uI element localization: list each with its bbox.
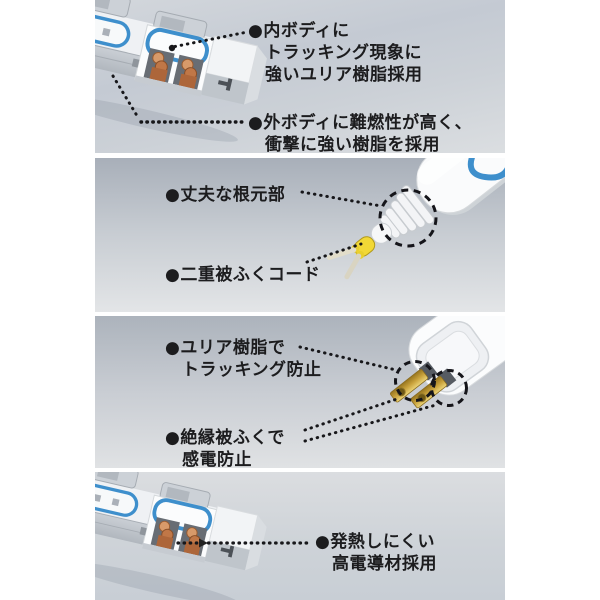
bullet-icon: ● — [165, 185, 181, 205]
bullet-icon: ● — [248, 21, 264, 41]
leader-line — [305, 242, 363, 264]
callout-line: ユリア樹脂で — [180, 338, 286, 358]
rocker-switch — [95, 472, 139, 489]
leader-arrow — [199, 538, 208, 548]
power-strip-cutaway-illustration — [95, 472, 267, 600]
leader-line — [173, 31, 247, 48]
leader-line — [111, 74, 141, 121]
socket-outline — [95, 482, 139, 517]
leader-line — [303, 396, 402, 432]
plug-body — [416, 158, 505, 214]
strain-relief-ribs — [379, 185, 435, 239]
callout-line: 絶縁被ふくで — [180, 428, 285, 448]
leader-line — [303, 403, 438, 443]
cord-sheath — [370, 222, 393, 244]
blade-hole — [396, 387, 406, 397]
inner-body — [134, 24, 215, 96]
callout-line: トラッキング現象に — [265, 43, 422, 63]
section-plug-blades: ●ユリア樹脂で トラッキング防止 ●絶縁被ふくで 感電防止 — [95, 316, 505, 468]
blade-hole — [417, 393, 427, 403]
callout-line: トラッキング防止 — [182, 360, 322, 380]
callout-outer-body: ●外ボディに難燃性が高く、 衝撃に強い樹脂を採用 — [248, 112, 472, 153]
callout-line: 高電導材採用 — [332, 554, 437, 574]
copper-contact — [183, 527, 201, 556]
blue-frame — [145, 27, 209, 67]
section-inner-outer-body: ●内ボディに トラッキング現象に 強いユリア樹脂採用 ●外ボディに難燃性が高く、… — [95, 0, 505, 153]
copper-contact — [149, 51, 168, 83]
leader-line — [300, 190, 383, 208]
callout-sturdy-root: ●丈夫な根元部 — [165, 184, 285, 206]
blue-logo — [467, 158, 505, 181]
bullet-icon: ● — [165, 428, 181, 448]
bullet-icon: ● — [248, 113, 264, 133]
plug-blade — [410, 368, 457, 409]
plug-strain-relief-illustration — [326, 158, 505, 280]
plug-blade — [390, 361, 438, 403]
socket-outline — [95, 11, 131, 48]
callout-high-conductivity: ●発熱しにくい 高電導材採用 — [315, 531, 437, 575]
wire — [326, 247, 357, 260]
rocker-switch — [95, 0, 131, 18]
plug-body — [408, 316, 505, 396]
wire — [344, 253, 362, 280]
callout-line: 二重被ふくコード — [180, 265, 321, 285]
bullet-icon: ● — [165, 265, 181, 285]
callout-urea-resin: ●ユリア樹脂で トラッキング防止 — [165, 337, 322, 381]
callout-inner-body: ●内ボディに トラッキング現象に 強いユリア樹脂採用 — [248, 20, 423, 86]
plug-blades-illustration — [390, 316, 505, 409]
callout-insulated-sleeve: ●絶縁被ふくで 感電防止 — [165, 427, 285, 468]
plug-face-rim — [415, 320, 490, 393]
highlight-dashed-circle-icon — [430, 369, 468, 407]
copper-contact — [178, 58, 198, 89]
section-conductor: ●発熱しにくい 高電導材採用 — [95, 472, 505, 600]
callout-line: 外ボディに難燃性が高く、 — [263, 113, 473, 133]
callout-line: 内ボディに — [263, 21, 350, 41]
inner-body — [141, 494, 218, 562]
leader-lines — [176, 538, 309, 548]
callout-double-insulated-cord: ●二重被ふくコード — [165, 264, 320, 286]
copper-contact — [156, 520, 174, 550]
callout-line: 衝撃に強い樹脂を採用 — [265, 135, 440, 153]
callout-line: 感電防止 — [182, 450, 252, 468]
rocker-switch — [159, 482, 211, 510]
callout-line: 強いユリア樹脂採用 — [265, 65, 423, 85]
callout-line: 丈夫な根元部 — [180, 185, 286, 205]
inner-insulation — [353, 236, 376, 257]
leader-lines — [300, 190, 383, 264]
bullet-icon: ● — [315, 532, 331, 552]
rocker-switch — [153, 10, 208, 40]
blue-frame — [152, 498, 213, 535]
callout-line: 発熱しにくい — [330, 532, 436, 552]
highlight-dashed-circle-icon — [394, 360, 436, 402]
bullet-icon: ● — [165, 338, 181, 358]
highlight-dashed-circle-icon — [378, 188, 438, 248]
section-plug-root-cord: ●丈夫な根元部 ●二重被ふくコード — [95, 158, 505, 312]
